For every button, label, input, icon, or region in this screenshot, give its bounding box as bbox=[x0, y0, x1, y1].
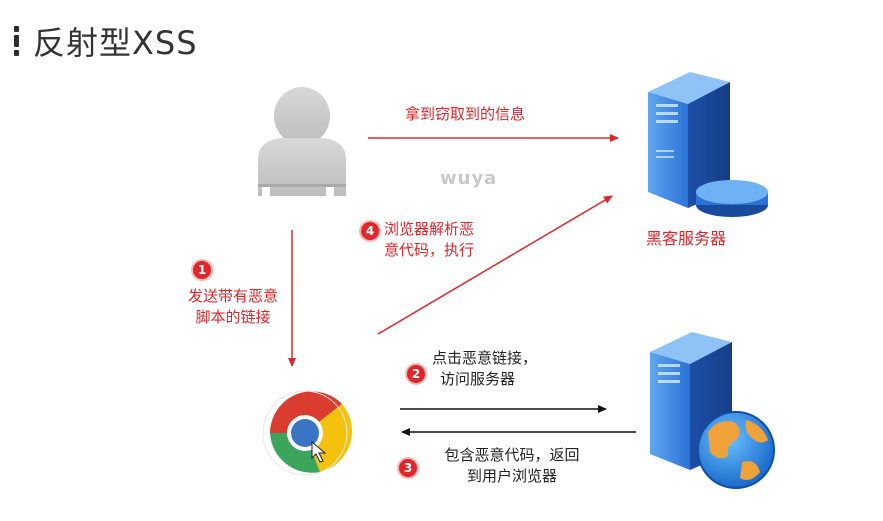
watermark: wuya bbox=[440, 168, 498, 189]
label-hacker-server: 黑客服务器 bbox=[646, 229, 727, 248]
web-server-globe-icon bbox=[650, 332, 775, 489]
step-1-badge: 1 bbox=[193, 261, 211, 279]
user-icon bbox=[258, 87, 346, 196]
step-3-badge: 3 bbox=[399, 459, 417, 477]
title-bar: 反射型XSS bbox=[14, 18, 198, 64]
label-step-4: 浏览器解析恶 意代码，执行 bbox=[384, 220, 475, 259]
step-4-badge: 4 bbox=[361, 222, 379, 240]
server-icon bbox=[648, 72, 768, 217]
label-step-1: 发送带有恶意 脚本的链接 bbox=[187, 287, 278, 326]
label-step-2: 点击恶意链接， 访问服务器 bbox=[432, 349, 538, 388]
page-title: 反射型XSS bbox=[33, 24, 198, 62]
step-2-badge: 2 bbox=[407, 365, 425, 383]
arrow-browser-to-hacker bbox=[377, 195, 613, 335]
title-marker-icon bbox=[14, 26, 19, 56]
chrome-browser-icon bbox=[262, 390, 353, 476]
label-step-3: 包含恶意代码，返回 到用户浏览器 bbox=[444, 446, 580, 485]
label-steal-info: 拿到窃取到的信息 bbox=[405, 105, 526, 123]
